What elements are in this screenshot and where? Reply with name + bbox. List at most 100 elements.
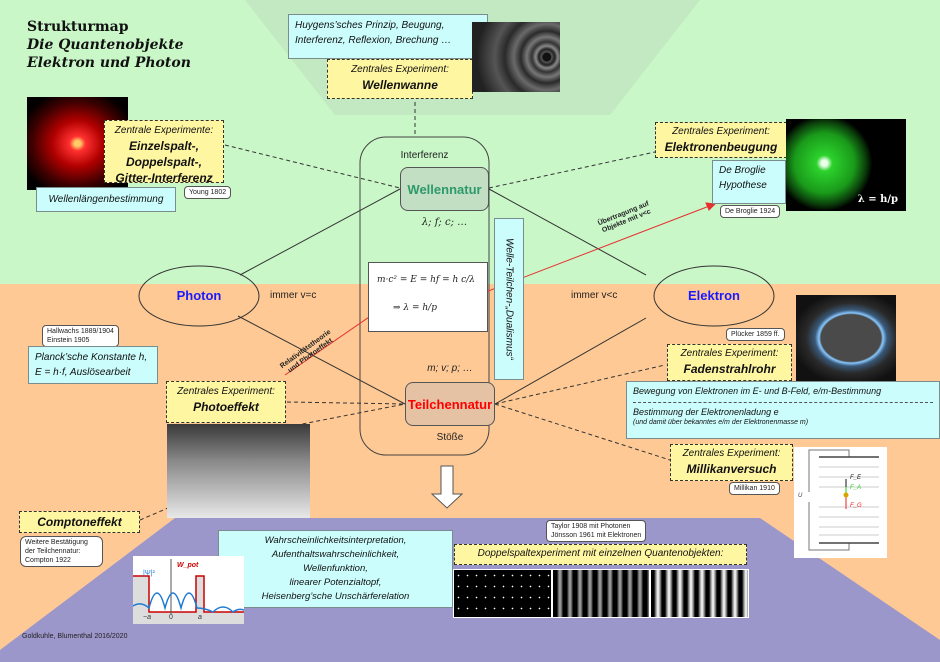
pluecker-tag: Plücker 1859 ff.: [726, 328, 785, 341]
hypothesis-line-1: De Broglie: [719, 165, 766, 176]
potential-well-plot: |Ψ|² W_pot −a 0 a: [132, 556, 245, 624]
photoeffect-experiment: Zentrales Experiment: Photoeffekt: [166, 381, 286, 423]
wave-tank-topics: Huygens’sches Prinzip, Beugung, Interfer…: [288, 14, 488, 59]
tag-line-3: Compton 1922: [25, 557, 71, 564]
experiment-name: Fadenstrahlrohr: [683, 362, 776, 376]
footer-credits: Goldkuhle, Blumenthal 2016/2020: [22, 633, 128, 640]
experiment-name: Wellenwanne: [362, 78, 438, 92]
double-slit-label: Doppelspaltexperiment mit einzelnen Quan…: [454, 544, 747, 565]
quantum-topic-4: linearer Potenzialtopf,: [289, 577, 382, 588]
title-line-2: Die Quantenobjekte: [27, 37, 184, 53]
potential-well-graph: [132, 559, 245, 624]
tag-line-1: Weitere Bestätigung: [25, 539, 88, 546]
particle-nature-node: Teilchennatur: [405, 382, 495, 426]
experiment-name: Millikanversuch: [686, 462, 777, 476]
double-slit-few-hits: [454, 570, 551, 617]
experiment-grating: Gitter-Interferenz: [115, 171, 213, 185]
electron-fields-box: Bewegung von Elektronen im E- und B-Feld…: [626, 381, 940, 439]
connector-fadenstrahl: [494, 364, 666, 405]
double-slit-pattern: [651, 570, 749, 617]
down-arrow-icon: [430, 465, 464, 509]
quantum-topic-3: Wellenfunktion,: [303, 563, 368, 574]
millikan-experiment: Zentrales Experiment: Millikanversuch: [670, 444, 793, 481]
connector-photoeffect: [286, 401, 406, 405]
photon-ellipse: [138, 265, 260, 327]
wave-particle-duality: Welle-Teilchen-„Dualismus“: [494, 218, 524, 380]
experiment-label: Zentrales Experiment:: [672, 126, 770, 137]
photon-speed-note: immer v=c: [270, 290, 317, 301]
quantum-topic-1: Wahrscheinlichkeitsinterpretation,: [264, 535, 407, 546]
quantum-topic-5: Heisenberg’sche Unschärferelation: [261, 591, 410, 602]
force-electric-label: F_E: [850, 475, 862, 481]
millikan-diagram: F_E F_A F_G U: [794, 447, 887, 558]
photoeffect-history-tag: Hallwachs 1889/1904 Einstein 1905: [42, 325, 119, 347]
wavelength-determination: Wellenlängenbestimmung: [36, 187, 176, 212]
formula-energy: m·c² = E = hf = h c/λ: [377, 275, 475, 285]
particle-quantities: m; v; p; …: [427, 363, 473, 374]
double-slit-images: [453, 569, 749, 618]
millikan-capacitor: [808, 449, 879, 551]
experiment-label: Zentrales Experiment:: [682, 448, 781, 459]
electron-label: Elektron: [687, 288, 740, 303]
interference-experiments: Zentrale Experimente: Einzelspalt-, Dopp…: [104, 120, 224, 185]
hypothesis-line-2: Hypothese: [719, 180, 767, 191]
electron-ellipse: [653, 265, 775, 327]
force-gravity-label: F_G: [850, 503, 862, 509]
wave-tank-photo: [472, 22, 560, 92]
wave-tank-topic-2: Interferenz, Reflexion, Brechung …: [295, 35, 452, 46]
electron-diffraction-experiment: Zentrales Experiment: Elektronenbeugung: [655, 122, 787, 158]
connector-interference: [224, 144, 401, 189]
tag-line-2: Einstein 1905: [47, 337, 90, 344]
planck-line-1: Planck’sche Konstante h,: [35, 352, 148, 363]
connector-electron-diffraction: [488, 151, 656, 189]
line-electron-particle: [494, 317, 647, 405]
young-tag: Young 1802: [184, 186, 232, 199]
voltage-label: U: [798, 493, 803, 499]
experiment-label: Zentrales Experiment:: [177, 386, 275, 397]
line-photon-particle: [237, 315, 406, 405]
double-slit-many-hits: [552, 570, 650, 617]
tag-line-2: der Teilchennatur:: [25, 548, 81, 555]
planck-line-2: E = h·f, Auslösearbeit: [35, 367, 131, 378]
photoeffect-setup-photo: [167, 424, 310, 518]
experiment-label: Zentrales Experiment:: [351, 64, 449, 75]
wave-quantities: λ; f; c; …: [421, 217, 468, 228]
experiment-name: Photoeffekt: [193, 400, 259, 414]
wpot-label: W_pot: [177, 562, 199, 569]
electron-diffraction-photo: λ = h/p: [786, 119, 906, 211]
de-broglie-tag: De Broglie 1924: [720, 205, 781, 218]
experiment-name: Elektronenbeugung: [664, 140, 778, 154]
compton-tag: Weitere Bestätigung der Teilchennatur: C…: [20, 536, 103, 567]
line-photon-wave: [239, 188, 401, 276]
compton-name: Comptoneffekt: [37, 515, 122, 529]
connector-millikan: [494, 403, 671, 461]
experiment-label: Zentrales Experiment:: [680, 348, 779, 359]
photon-label: Photon: [176, 288, 222, 303]
psi-squared-label: |Ψ|²: [143, 570, 155, 577]
force-buoyancy-label: F_A: [850, 485, 862, 491]
millikan-tag: Millikan 1910: [729, 482, 780, 495]
interference-label: Interferenz: [400, 150, 449, 161]
tick-a: a: [198, 614, 202, 621]
divider: [633, 402, 933, 403]
central-frame: [359, 136, 490, 456]
page-title: Strukturmap Die Quantenobjekte Elektron …: [27, 18, 191, 72]
duality-label: Welle-Teilchen-„Dualismus“: [503, 238, 515, 360]
wave-tank-experiment: Zentrales Experiment: Wellenwanne: [327, 59, 473, 99]
title-line-3: Elektron und Photon: [27, 55, 191, 71]
experiment-double-slit: Doppelspalt-,: [125, 155, 202, 169]
collisions-label: Stöße: [436, 432, 464, 443]
fadenstrahlrohr-experiment: Zentrales Experiment: Fadenstrahlrohr: [667, 344, 792, 381]
wave-tank-topic-1: Huygens’sches Prinzip, Beugung,: [295, 20, 445, 31]
quantum-topics: Wahrscheinlichkeitsinterpretation, Aufen…: [218, 530, 453, 608]
de-broglie-hypothesis: De Broglie Hypothese: [712, 160, 786, 204]
line-electron-wave: [488, 188, 647, 276]
tag-line-1: Taylor 1908 mit Photonen: [551, 523, 631, 530]
planck-constant-box: Planck’sche Konstante h, E = h·f, Auslös…: [28, 346, 158, 384]
title-line-1: Strukturmap: [27, 19, 129, 35]
double-slit-history-tag: Taylor 1908 mit Photonen Jönsson 1961 mi…: [546, 520, 647, 542]
tick-minus-a: −a: [143, 614, 151, 621]
description-line-2: Bestimmung der Elektronenladung e: [633, 407, 779, 417]
arrow-transfer-head: [705, 202, 717, 211]
quantum-topic-2: Aufenthaltswahrscheinlichkeit,: [271, 549, 400, 560]
